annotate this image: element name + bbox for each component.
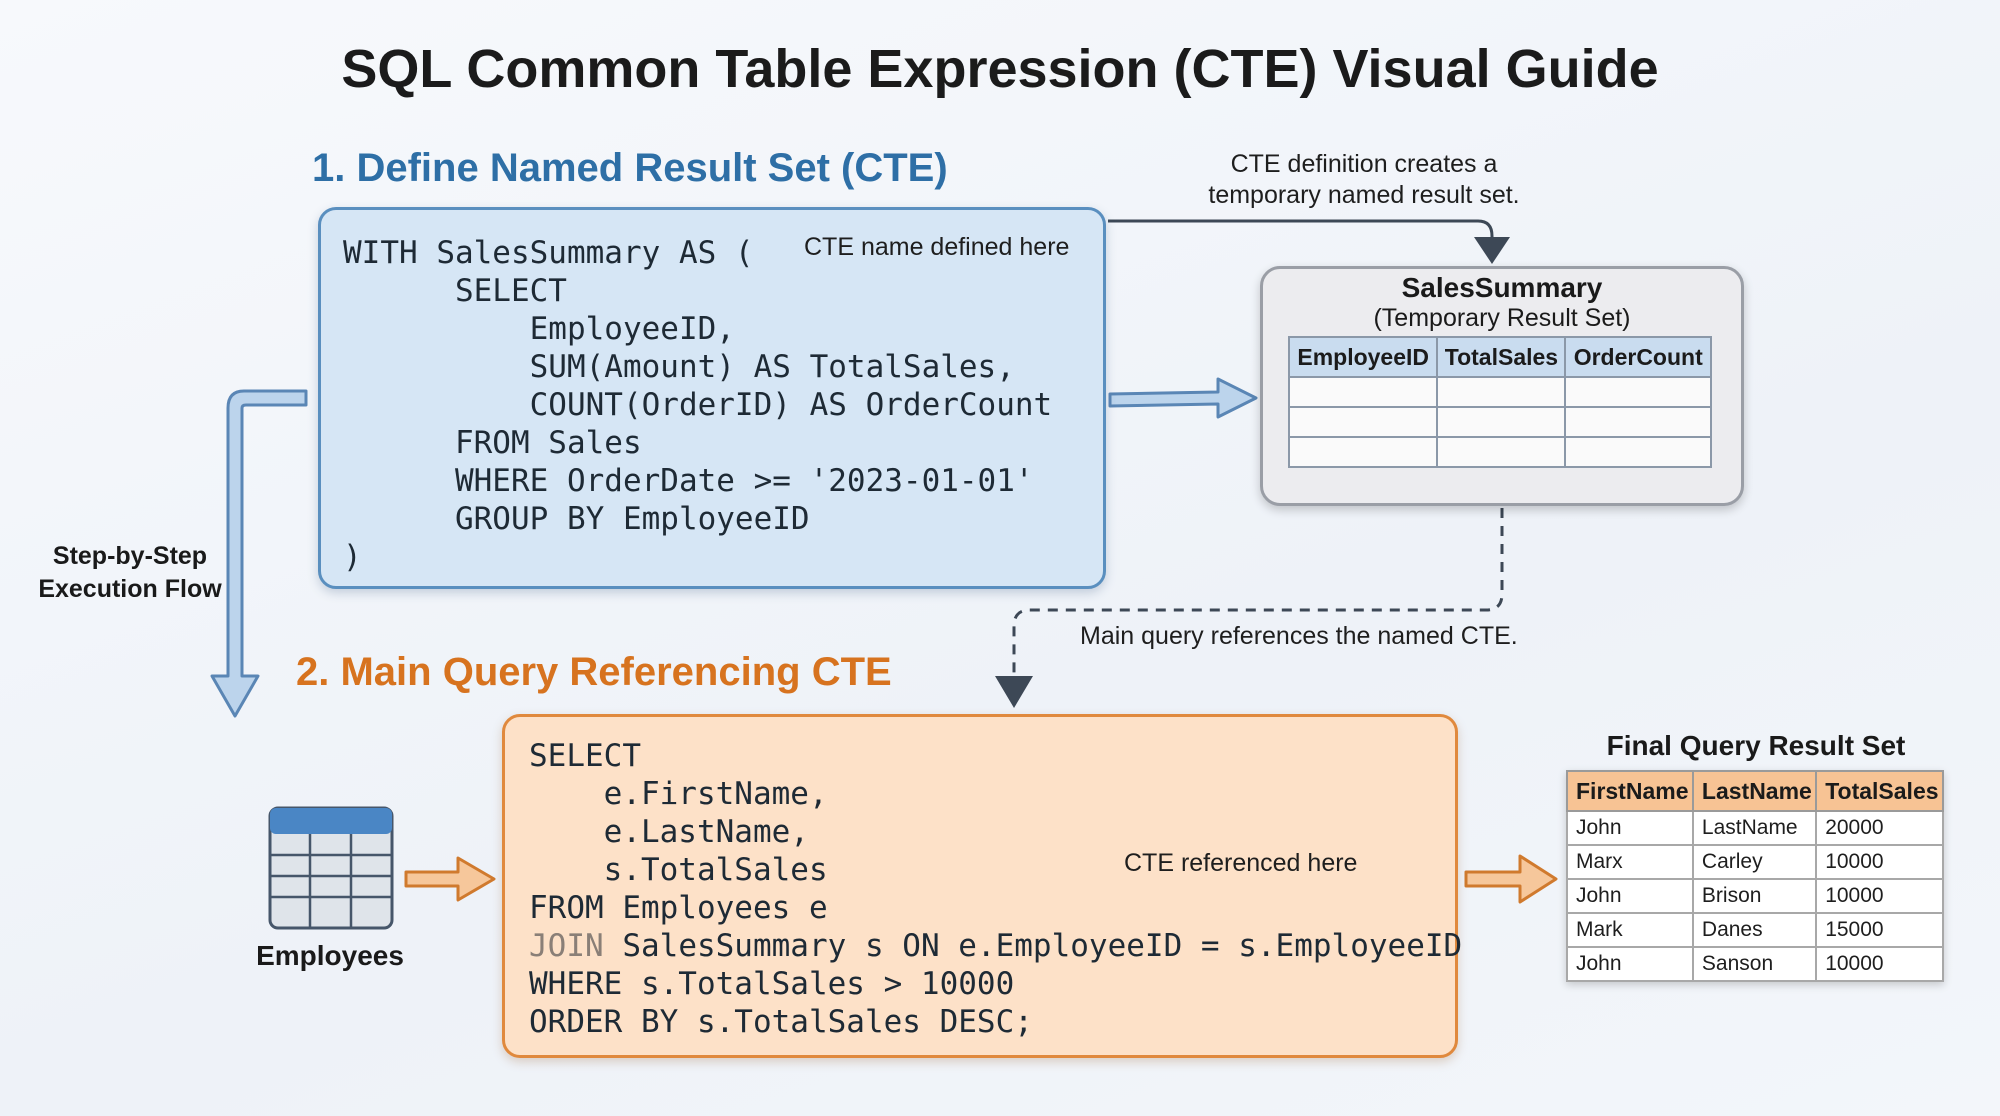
table-cell: Mark <box>1566 912 1694 948</box>
execution-flow-label: Step-by-Step Execution Flow <box>30 540 230 605</box>
table-row: John Sanson 10000 <box>1566 946 1944 982</box>
reference-note: Main query references the named CTE. <box>1080 622 1518 650</box>
cte-code-line: EmployeeID, <box>343 311 735 347</box>
definition-connector-arrowhead <box>1474 237 1510 264</box>
table-cell: Sanson <box>1691 946 1818 982</box>
employees-to-query-arrow <box>404 856 496 902</box>
cte-code-line: SUM(Amount) AS TotalSales, <box>343 349 1015 385</box>
empty-cell <box>1436 406 1567 438</box>
empty-cell <box>1287 376 1439 408</box>
main-code-line: ORDER BY s.TotalSales DESC; <box>529 1004 1033 1040</box>
section1-title: 1. Define Named Result Set (CTE) <box>312 146 948 190</box>
table-cell: Brison <box>1691 878 1818 914</box>
table-cell: 10000 <box>1815 946 1944 982</box>
table-cell: Carley <box>1691 844 1818 880</box>
table-cell: Marx <box>1566 844 1694 880</box>
execution-flow-label-line2: Execution Flow <box>38 574 222 603</box>
cte-name-note: CTE name defined here <box>804 233 1070 261</box>
empty-cell <box>1564 376 1712 408</box>
join-line: JOIN SalesSummary s ON e.EmployeeID = s.… <box>529 931 1462 962</box>
empty-cell <box>1564 436 1712 468</box>
table-row: Marx Carley 10000 <box>1566 844 1944 880</box>
table-row: John Brison 10000 <box>1566 878 1944 914</box>
cte-code-line: WHERE OrderDate >= '2023-01-01' <box>343 463 1034 499</box>
main-code-line: e.LastName, <box>529 814 809 850</box>
definition-connector-line <box>1108 219 1494 240</box>
table-cell: 10000 <box>1815 878 1944 914</box>
cte-code-line: COUNT(OrderID) AS OrderCount <box>343 387 1053 423</box>
empty-cell <box>1287 406 1439 438</box>
temp-result-title: SalesSummary <box>1401 272 1603 303</box>
column-header: FirstName <box>1566 770 1694 812</box>
main-code-line: e.FirstName, <box>529 776 828 812</box>
cte-code-line: ) <box>343 539 362 575</box>
column-header: TotalSales <box>1436 336 1567 378</box>
table-cell: 20000 <box>1815 810 1944 846</box>
empty-table-row <box>1287 406 1712 438</box>
empty-cell <box>1564 406 1712 438</box>
table-row: Mark Danes 15000 <box>1566 912 1944 948</box>
column-header: OrderCount <box>1564 336 1712 378</box>
table-cell: John <box>1566 946 1694 982</box>
table-cell: John <box>1566 878 1694 914</box>
main-query-code-box: SELECT e.FirstName, e.LastName, s.TotalS… <box>502 714 1462 1058</box>
empty-table-row <box>1287 376 1712 408</box>
cte-code-line: SELECT <box>343 273 567 309</box>
table-cell: LastName <box>1691 810 1818 846</box>
temp-result-subtitle: (Temporary Result Set) <box>1373 304 1631 332</box>
cte-reference-note: CTE referenced here <box>1124 849 1358 877</box>
definition-note-line1: CTE definition creates a <box>1230 150 1498 178</box>
cte-code-line: WITH SalesSummary AS ( <box>343 235 754 271</box>
main-code-line: WHERE s.TotalSales > 10000 <box>529 966 1015 1002</box>
final-result-table: FirstName LastName TotalSales John LastN… <box>1566 770 1944 982</box>
table-cell: 10000 <box>1815 844 1944 880</box>
empty-table-row <box>1287 436 1712 468</box>
table-row: John LastName 20000 <box>1566 810 1944 846</box>
section2-title: 2. Main Query Referencing CTE <box>296 650 892 694</box>
query-to-result-arrow <box>1464 854 1558 904</box>
temp-result-table: EmployeeID TotalSales OrderCount <box>1287 336 1712 468</box>
table-cell: Danes <box>1691 912 1818 948</box>
column-header: LastName <box>1691 770 1818 812</box>
join-clause: SalesSummary s ON e.EmployeeID = s.Emplo… <box>622 928 1463 964</box>
column-header: TotalSales <box>1815 770 1944 812</box>
definition-note-line2: temporary named result set. <box>1208 181 1520 209</box>
cte-code-line: GROUP BY EmployeeID <box>343 501 810 537</box>
main-code-line: SELECT <box>529 738 641 774</box>
table-cell: 15000 <box>1815 912 1944 948</box>
reference-dashed-connector <box>1012 508 1504 680</box>
employees-table-icon <box>268 806 394 930</box>
final-result-title: Final Query Result Set <box>1606 730 1906 761</box>
empty-cell <box>1287 436 1439 468</box>
cte-code-line: FROM Sales <box>343 425 642 461</box>
table-header-row: FirstName LastName TotalSales <box>1566 770 1944 812</box>
empty-cell <box>1436 376 1567 408</box>
employees-label: Employees <box>256 940 404 971</box>
column-header: EmployeeID <box>1287 336 1439 378</box>
table-cell: John <box>1566 810 1694 846</box>
execution-flow-label-line1: Step-by-Step <box>52 542 208 570</box>
reference-connector-arrowhead <box>995 676 1033 708</box>
main-code-line: FROM Employees e <box>529 890 828 926</box>
main-code-line: s.TotalSales <box>529 852 828 888</box>
join-keyword: JOIN <box>529 928 604 964</box>
table-header-row: EmployeeID TotalSales OrderCount <box>1287 336 1712 378</box>
page-title: SQL Common Table Expression (CTE) Visual… <box>341 39 1659 99</box>
empty-cell <box>1436 436 1567 468</box>
cte-to-temp-arrow <box>1108 377 1258 419</box>
cte-definition-code-box: WITH SalesSummary AS ( SELECT EmployeeID… <box>318 207 1106 589</box>
execution-flow-arrow <box>210 389 308 718</box>
